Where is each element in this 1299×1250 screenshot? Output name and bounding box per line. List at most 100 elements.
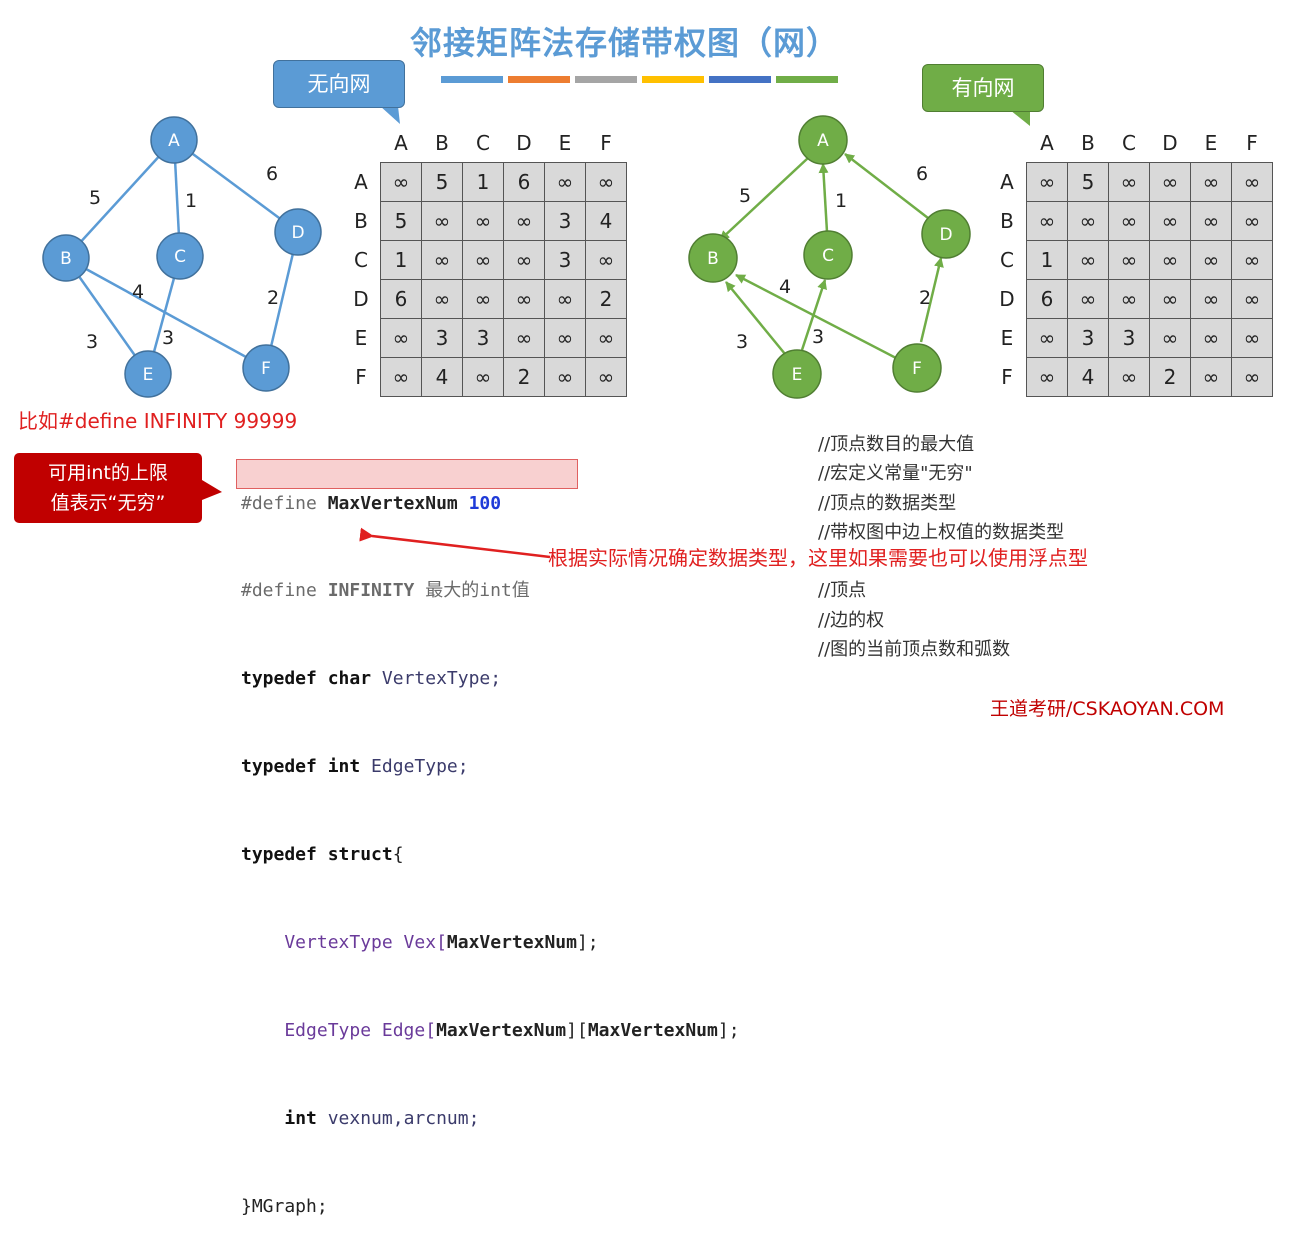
node-e xyxy=(124,350,172,398)
arc-f-d xyxy=(919,257,944,343)
code-token: typedef xyxy=(241,756,328,778)
code-token: MaxVertexNum xyxy=(436,1019,567,1041)
red-callout-pointer xyxy=(202,480,222,500)
weight-label: 3 xyxy=(736,331,748,353)
arc-a-b xyxy=(719,157,809,241)
code-token: ]; xyxy=(576,932,599,954)
matrix-cell: ∞ xyxy=(1026,162,1068,202)
code-token: typedef xyxy=(241,668,328,690)
weight-label: 6 xyxy=(916,163,928,185)
weight-label: 1 xyxy=(185,190,197,212)
matrix-cell: 1 xyxy=(380,240,422,280)
node-d xyxy=(274,208,322,256)
matrix-cell: ∞ xyxy=(421,201,463,241)
code-line: VertexType Vex[MaxVertexNum]; xyxy=(241,928,740,957)
matrix-row: F∞4∞2∞∞ xyxy=(342,357,627,397)
code-token: char xyxy=(327,668,372,690)
code-token: ][ xyxy=(566,1019,588,1041)
col-header: B xyxy=(435,131,449,155)
matrix-cell: ∞ xyxy=(1108,162,1150,202)
code-token: #define xyxy=(241,580,328,602)
matrix-cell: ∞ xyxy=(1231,201,1273,241)
comment-line: //顶点 xyxy=(818,580,867,602)
infinity-highlight xyxy=(236,459,578,489)
graphs-canvas: A B C D E F 5 1 6 4 3 3 2 A B C D E xyxy=(42,106,1030,559)
node-a xyxy=(798,115,848,165)
undirected-weights: 5 1 6 4 3 3 2 xyxy=(86,163,279,353)
matrix-cell: ∞ xyxy=(544,357,586,397)
code-token: EdgeType; xyxy=(360,756,469,778)
directed-weights: 5 1 6 4 3 3 2 xyxy=(736,163,931,353)
node-label: C xyxy=(822,246,834,266)
matrix-cell: 3 xyxy=(1108,318,1150,358)
edge-b-f xyxy=(65,256,267,370)
row-header: E xyxy=(354,326,368,350)
matrix-cell: ∞ xyxy=(1149,279,1191,319)
node-label: F xyxy=(261,359,271,379)
code-token: typedef xyxy=(241,844,328,866)
matrix-cell: ∞ xyxy=(1149,240,1191,280)
col-header: F xyxy=(600,131,612,155)
matrix-cell: ∞ xyxy=(1026,318,1068,358)
row-header: A xyxy=(354,170,368,194)
matrix-cell: 4 xyxy=(421,357,463,397)
matrix-cell: ∞ xyxy=(1149,162,1191,202)
directed-callout-pointer xyxy=(1010,110,1030,126)
matrix-cell: ∞ xyxy=(1108,357,1150,397)
code-token: int xyxy=(284,1107,317,1129)
matrix-cell: ∞ xyxy=(1231,318,1273,358)
node-f xyxy=(242,344,290,392)
code-token: int xyxy=(327,756,361,778)
matrix-cell: ∞ xyxy=(1231,279,1273,319)
comment-line: //边的权 xyxy=(818,609,885,631)
matrix-header-row: A B C D E F xyxy=(988,124,1273,163)
matrix-cell: 5 xyxy=(1067,162,1109,202)
matrix-cell: 1 xyxy=(462,162,504,202)
comment-line: //带权图中边上权值的数据类型 xyxy=(818,521,1065,543)
matrix-cell: ∞ xyxy=(462,357,504,397)
col-header: A xyxy=(1040,131,1054,155)
node-label: E xyxy=(143,365,154,385)
matrix-cell: ∞ xyxy=(1067,201,1109,241)
col-header: C xyxy=(476,131,490,155)
row-header: D xyxy=(999,287,1015,311)
matrix-cell: ∞ xyxy=(1108,201,1150,241)
callout-line: 值表示“无穷” xyxy=(50,492,166,514)
weight-label: 2 xyxy=(919,287,931,309)
code-token: ]; xyxy=(717,1019,740,1041)
matrix-cell: ∞ xyxy=(503,318,545,358)
color-bar-2 xyxy=(508,76,570,83)
footer-brand: 王道考研/CSKAOYAN.COM xyxy=(990,698,1225,720)
code-token: VertexType; xyxy=(371,668,502,690)
matrix-cell: ∞ xyxy=(1231,240,1273,280)
matrix-cell: 3 xyxy=(544,201,586,241)
row-header: C xyxy=(1000,248,1014,272)
matrix-cell: ∞ xyxy=(585,357,627,397)
code-token: vexnum,arcnum; xyxy=(316,1107,480,1129)
undirected-node-labels: A B C D E F xyxy=(60,131,304,385)
matrix-cell: ∞ xyxy=(1149,318,1191,358)
matrix-cell: 3 xyxy=(1067,318,1109,358)
row-header: A xyxy=(1000,170,1014,194)
matrix-cell: 3 xyxy=(462,318,504,358)
color-bar-5 xyxy=(709,76,771,83)
code-line: typedef char VertexType; xyxy=(241,664,740,693)
row-header: F xyxy=(1001,365,1013,389)
weight-label: 3 xyxy=(86,331,98,353)
row-header: B xyxy=(1000,209,1014,233)
code-token: VertexType Vex[ xyxy=(241,932,447,954)
directed-callout: 有向网 xyxy=(922,64,1044,112)
datatype-note: 根据实际情况确定数据类型，这里如果需要也可以使用浮点型 xyxy=(548,546,1088,570)
matrix-cell: ∞ xyxy=(1149,201,1191,241)
matrix-cell: 1 xyxy=(1026,240,1068,280)
code-line: EdgeType Edge[MaxVertexNum][MaxVertexNum… xyxy=(241,1016,740,1045)
matrix-cell: ∞ xyxy=(1190,240,1232,280)
red-arrow xyxy=(359,527,551,559)
